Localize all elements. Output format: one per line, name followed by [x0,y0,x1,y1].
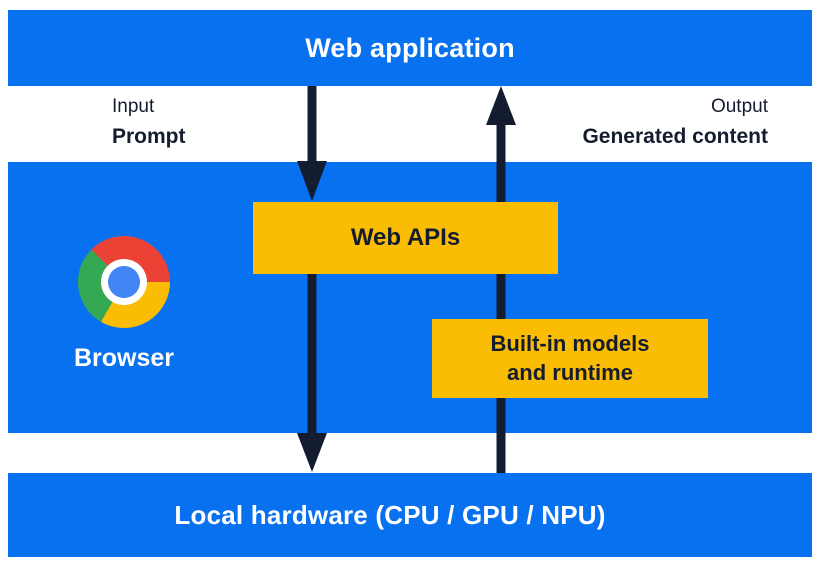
web-apis-label: Web APIs [350,224,461,251]
chrome-logo-center [108,266,140,298]
input-annotation: Input Prompt [112,95,186,150]
down-arrow-line-upper [307,86,317,164]
built-in-models-box: Built-in models and runtime [432,319,708,398]
down-arrowhead-lower [297,433,327,472]
chrome-logo-icon [78,236,170,328]
input-title: Input [112,96,155,117]
browser-label: Browser [73,344,175,372]
web-application-layer: Web application [8,10,812,86]
web-apis-box: Web APIs [253,202,558,274]
local-hardware-label: Local hardware (CPU / GPU / NPU) [174,499,606,530]
web-application-label: Web application [305,32,515,63]
input-value: Prompt [112,124,186,148]
up-arrowhead [486,86,516,125]
built-in-models-label-line1: Built-in models [490,330,650,356]
browser-identity: Browser [54,236,194,373]
output-value: Generated content [582,124,768,148]
local-hardware-layer: Local hardware (CPU / GPU / NPU) [8,473,812,557]
output-title: Output [710,96,768,117]
output-annotation: Output Generated content [582,95,768,150]
built-in-models-label-line2: and runtime [507,359,633,385]
